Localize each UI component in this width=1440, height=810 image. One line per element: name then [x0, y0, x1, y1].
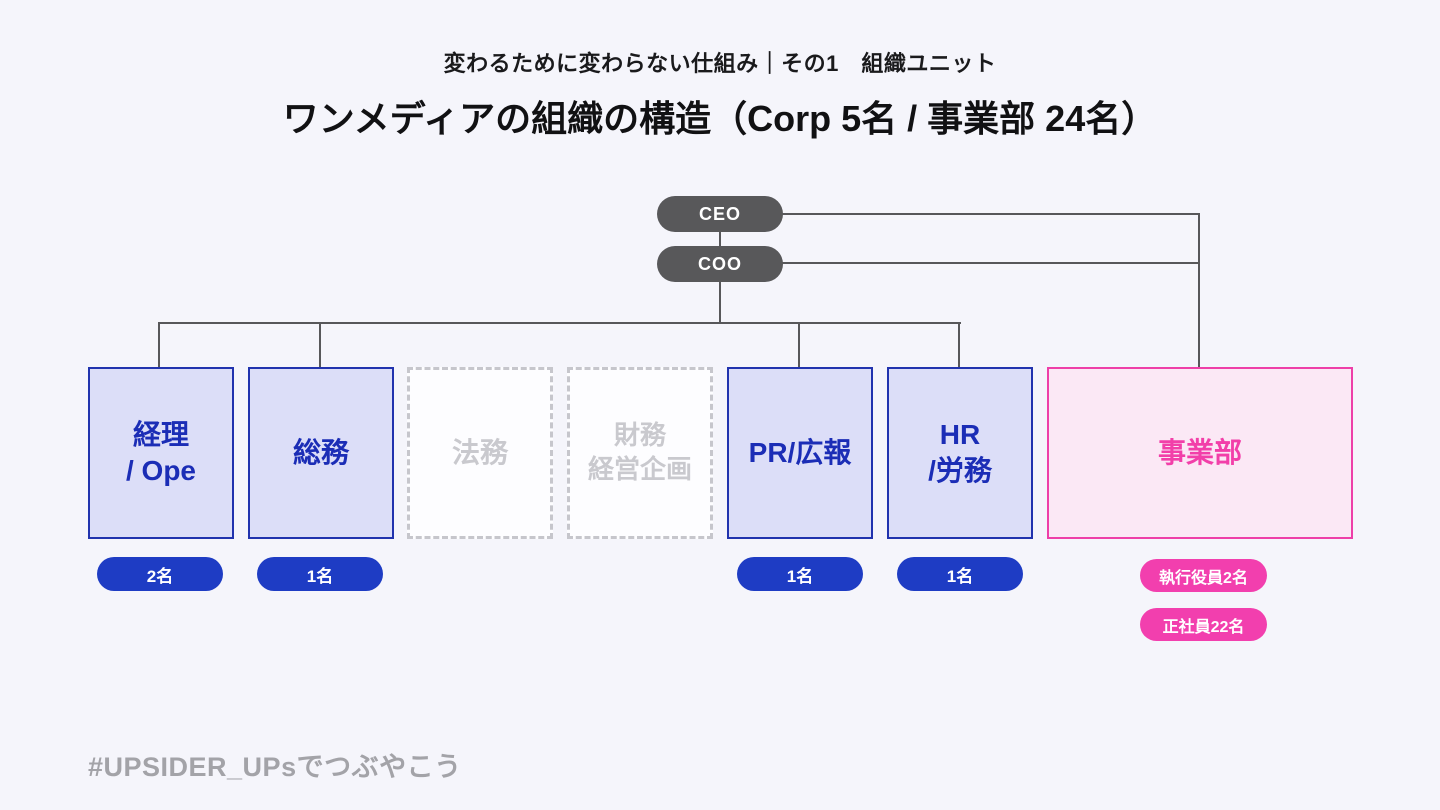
slide-subtitle: 変わるために変わらない仕組み｜その1 組織ユニット — [443, 51, 997, 76]
hashtag-footer: #UPSIDER_UPsでつぶやこう — [88, 752, 462, 782]
unit-keiri-ope: 経理 / Ope — [88, 367, 234, 539]
connector-drop-pr — [798, 323, 800, 368]
unit-pr-kouhou: PR/広報 — [727, 367, 873, 539]
unit-soumu: 総務 — [248, 367, 394, 539]
unit-houmu: 法務 — [407, 367, 553, 539]
headcount-badge-executives: 執行役員2名 — [1140, 559, 1267, 592]
headcount-badge-pr: 1名 — [737, 557, 863, 591]
headcount-badge-employees: 正社員22名 — [1140, 608, 1267, 641]
connector-drop-hr — [958, 323, 960, 368]
connector-drop-keiri — [158, 323, 160, 368]
headcount-badge-keiri: 2名 — [97, 557, 223, 591]
unit-jigyoubu: 事業部 — [1047, 367, 1353, 539]
connector-ceo-business — [782, 213, 1200, 215]
headcount-badge-soumu: 1名 — [257, 557, 383, 591]
connector-drop-soumu — [319, 323, 321, 368]
connector-rake — [158, 322, 961, 324]
connector-business-drop — [1198, 213, 1200, 368]
connector-coo-down — [719, 280, 721, 323]
connector-coo-business — [782, 262, 1200, 264]
connector-ceo-coo — [719, 230, 721, 248]
page-title: ワンメディアの組織の構造（Corp 5名 / 事業部 24名） — [282, 98, 1158, 139]
unit-hr-roumu: HR /労務 — [887, 367, 1033, 539]
headcount-badge-hr: 1名 — [897, 557, 1023, 591]
coo-node: COO — [657, 246, 783, 282]
unit-zaimu-keiei: 財務 経営企画 — [567, 367, 713, 539]
ceo-node: CEO — [657, 196, 783, 232]
